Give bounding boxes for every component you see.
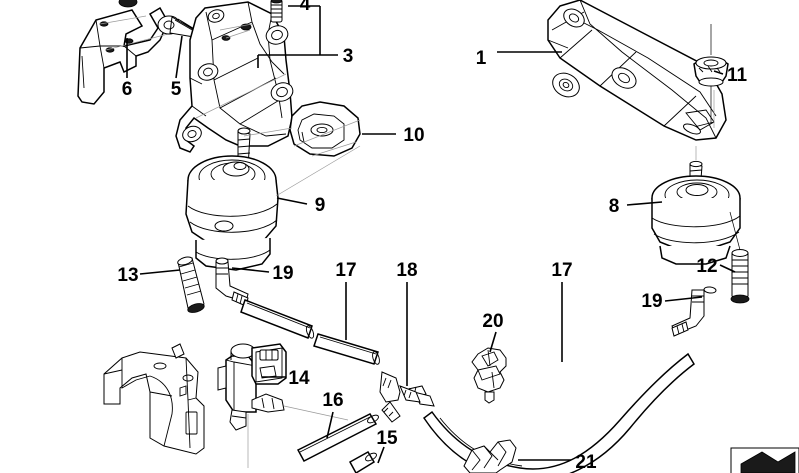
corner-inset-box — [730, 447, 799, 473]
callout-18: 18 — [396, 260, 417, 281]
callout-12: 12 — [696, 256, 717, 277]
part-hex-flange-bolt[interactable] — [157, 15, 198, 38]
part-stud-bolt-top[interactable] — [270, 0, 283, 23]
callout-11: 11 — [727, 65, 748, 86]
part-engine-support-bracket-left[interactable] — [175, 1, 295, 153]
part-engine-support-arm-right[interactable] — [547, 0, 727, 141]
part-engine-mount-left[interactable] — [185, 127, 361, 271]
part-rubber-pad[interactable] — [289, 101, 361, 157]
callout-3: 3 — [343, 46, 354, 67]
callout-14: 14 — [288, 368, 310, 389]
callout-13: 13 — [117, 265, 138, 286]
hex-head-top-left[interactable] — [118, 0, 138, 8]
callout-1: 1 — [476, 48, 487, 69]
callout-17b: 17 — [551, 260, 572, 281]
callout-19b: 19 — [641, 291, 662, 312]
callout-5: 5 — [171, 79, 182, 100]
callout-9: 9 — [315, 195, 326, 216]
callout-15: 15 — [376, 428, 398, 449]
hose-end-nipple-left[interactable] — [399, 385, 421, 403]
leader-lines — [126, 5, 736, 464]
callout-21: 21 — [575, 452, 597, 473]
part-rubber-grommet[interactable] — [693, 24, 729, 124]
callout-10: 10 — [403, 125, 424, 146]
part-elbow-connector-right[interactable] — [671, 286, 717, 337]
callout-8: 8 — [609, 196, 620, 217]
part-vacuum-line-left[interactable] — [240, 299, 381, 365]
callout-4: 4 — [300, 0, 311, 15]
part-heat-shield-bracket[interactable] — [77, 6, 169, 105]
part-hex-bolt-right[interactable] — [729, 211, 750, 304]
callout-17: 17 — [335, 260, 356, 281]
part-cable-clip[interactable] — [463, 439, 517, 473]
part-vacuum-hose-short[interactable] — [348, 450, 378, 473]
part-hose-retaining-clip[interactable] — [471, 347, 507, 404]
part-vacuum-hose-medium[interactable] — [296, 413, 380, 463]
callout-20: 20 — [482, 311, 503, 332]
callout-19: 19 — [272, 263, 293, 284]
callout-16: 16 — [322, 390, 343, 411]
part-engine-mount-right[interactable] — [651, 146, 741, 265]
part-long-hex-bolt[interactable] — [177, 256, 205, 315]
part-vacuum-line-right[interactable] — [422, 352, 695, 473]
part-mounting-bracket-unlabeled[interactable] — [103, 343, 205, 455]
callout-6: 6 — [122, 79, 133, 100]
part-vacuum-solenoid-valve[interactable] — [217, 343, 349, 468]
